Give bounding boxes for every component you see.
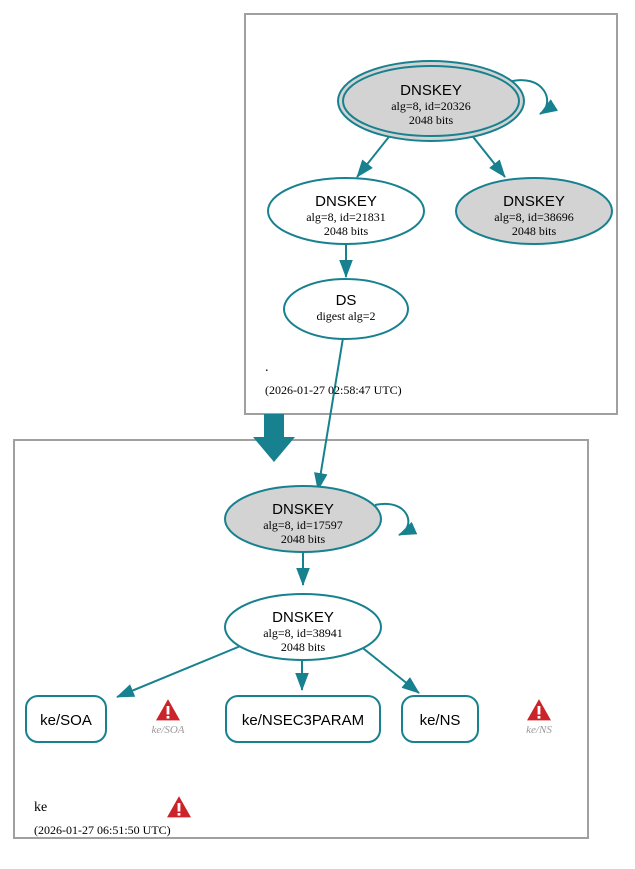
node-dnskey-38696[interactable]: DNSKEY alg=8, id=38696 2048 bits — [455, 177, 613, 245]
node-keysize: 2048 bits — [281, 532, 326, 546]
node-title: DNSKEY — [272, 501, 334, 518]
zone-timestamp-ke: (2026-01-27 06:51:50 UTC) — [34, 823, 171, 837]
warning-triangle-icon — [524, 696, 554, 722]
warning-label: ke/NS — [526, 724, 552, 736]
node-keyinfo: alg=8, id=17597 — [263, 518, 343, 532]
node-title: DNSKEY — [503, 193, 565, 210]
warning-triangle-icon — [153, 696, 183, 722]
node-keysize: 2048 bits — [409, 113, 454, 127]
node-dnskey-17597[interactable]: DNSKEY alg=8, id=17597 2048 bits — [224, 485, 382, 553]
edge-self-loop-root-ksk — [507, 79, 559, 115]
node-rrset-ke-soa[interactable]: ke/SOA — [25, 695, 107, 743]
node-title: DNSKEY — [315, 193, 377, 210]
node-digest-alg: digest alg=2 — [316, 309, 375, 323]
node-rrset-ke-ns[interactable]: ke/NS — [401, 695, 479, 743]
warning-label: ke/SOA — [152, 724, 185, 736]
node-title: DS — [336, 292, 357, 309]
zone-label-ke: ke — [34, 800, 47, 815]
edge-ksk-to-zsk21831 — [356, 132, 393, 178]
edge-ds-to-ke-ksk — [314, 337, 344, 491]
zone-label-root: . — [265, 360, 269, 375]
rrset-label: ke/NS — [420, 712, 461, 729]
warning-triangle-icon — [164, 793, 194, 819]
edge-ke-zsk-to-ns — [358, 644, 420, 694]
node-keyinfo: alg=8, id=38696 — [494, 210, 574, 224]
node-keysize: 2048 bits — [281, 640, 326, 654]
delegation-arrow — [253, 414, 295, 462]
node-ds[interactable]: DS digest alg=2 — [283, 278, 409, 340]
node-dnskey-21831[interactable]: DNSKEY alg=8, id=21831 2048 bits — [267, 177, 425, 245]
edge-ke-zsk-to-soa — [116, 644, 244, 698]
node-title: DNSKEY — [400, 82, 462, 99]
node-keyinfo: alg=8, id=21831 — [306, 210, 386, 224]
edge-ksk-to-zsk38696 — [469, 132, 506, 178]
warning-ke-ns[interactable]: ke/NS — [524, 696, 554, 736]
edge-self-loop-ke-ksk — [374, 502, 418, 536]
zone-warning-ke[interactable] — [164, 793, 194, 819]
warning-ke-soa[interactable]: ke/SOA — [152, 696, 185, 736]
node-keysize: 2048 bits — [324, 224, 369, 238]
node-keysize: 2048 bits — [512, 224, 557, 238]
node-title: DNSKEY — [272, 609, 334, 626]
rrset-label: ke/NSEC3PARAM — [242, 712, 364, 729]
rrset-label: ke/SOA — [40, 712, 92, 729]
node-keyinfo: alg=8, id=20326 — [391, 99, 471, 113]
node-dnskey-38941[interactable]: DNSKEY alg=8, id=38941 2048 bits — [224, 593, 382, 661]
zone-timestamp-root: (2026-01-27 02:58:47 UTC) — [265, 383, 402, 397]
node-rrset-ke-nsec3param[interactable]: ke/NSEC3PARAM — [225, 695, 381, 743]
node-keyinfo: alg=8, id=38941 — [263, 626, 343, 640]
node-dnskey-20326[interactable]: DNSKEY alg=8, id=20326 2048 bits — [337, 60, 525, 142]
